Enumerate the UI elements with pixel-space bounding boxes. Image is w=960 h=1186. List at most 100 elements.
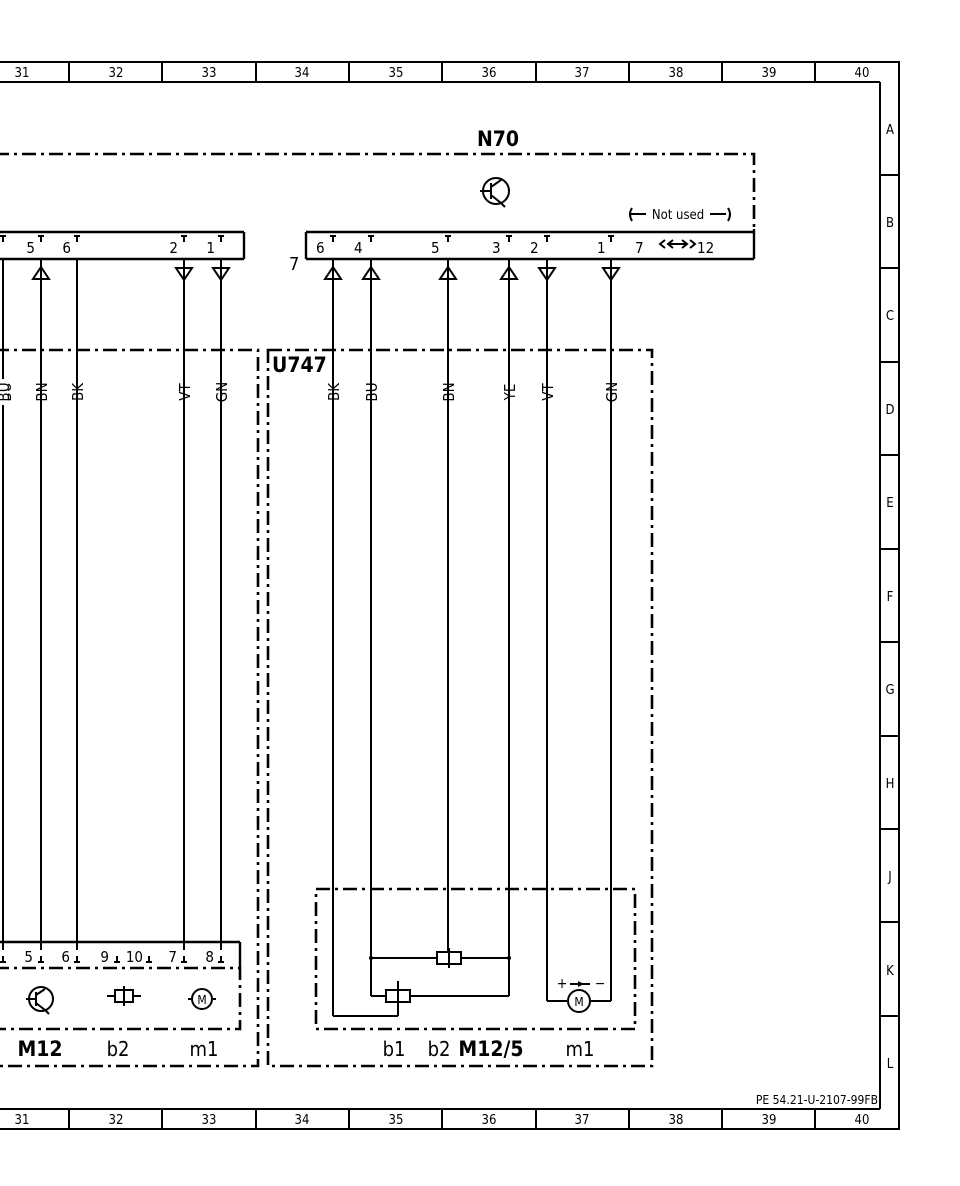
transistor-icon [480, 177, 510, 208]
pin-stubs [0, 956, 224, 963]
pin-number: 9 [100, 948, 109, 966]
arrow-up-icon [31, 265, 51, 280]
column-label-bottom: 40 [855, 1113, 870, 1128]
wire-color: GN [213, 382, 231, 403]
row-label: J [887, 870, 891, 885]
frame [0, 61, 900, 1130]
row-label: G [885, 683, 894, 698]
arrow-down-icon [211, 267, 231, 282]
pin-number: 6 [62, 239, 71, 257]
row-label: K [886, 964, 894, 979]
row-label: C [886, 309, 894, 324]
column-label-bottom: 34 [295, 1113, 310, 1128]
u747-label: U747 [272, 353, 327, 377]
m12-5-label: M12/5 [458, 1037, 523, 1061]
arrow-up-icon [361, 265, 381, 280]
pin-number: 5 [431, 239, 440, 257]
row-label: L [887, 1057, 894, 1072]
pin-number: 2 [530, 239, 539, 257]
m12-label: M12 [17, 1037, 62, 1061]
column-label-top: 38 [669, 66, 684, 81]
u747-assembly: U747 BK BU BN YE VT GN [266, 259, 654, 1068]
wire-color: BU [0, 382, 13, 401]
column-label-bottom: 33 [202, 1113, 217, 1128]
motor-label: M [197, 993, 206, 1007]
arrow-up-icon [499, 265, 519, 280]
motor-icon: M [188, 988, 216, 1010]
pin-number: 1 [597, 239, 606, 257]
polarity-minus: − [595, 976, 606, 992]
m12-m1-label: m1 [190, 1037, 219, 1061]
transistor-icon [26, 986, 54, 1015]
pin-number: 2 [169, 239, 178, 257]
column-label-bottom: 38 [669, 1113, 684, 1128]
row-ticks [880, 174, 899, 1017]
wire-color: VT [539, 383, 557, 401]
wire-color: VT [176, 383, 194, 401]
pin-number: 6 [61, 948, 70, 966]
m12-5-b2-label: b2 [428, 1037, 451, 1061]
not-used-note: Not used [629, 207, 731, 223]
motor-icon: M [567, 989, 591, 1013]
pin-number: 5 [24, 948, 33, 966]
n70-module: N70 Not used 5 [0, 127, 756, 275]
column-label-top: 32 [109, 66, 124, 81]
pin-number: 6 [316, 239, 325, 257]
bridge-icon [658, 239, 697, 249]
column-label-bottom: 36 [482, 1113, 497, 1128]
column-label-top: 35 [389, 66, 404, 81]
not-used-label: Not used [652, 208, 704, 223]
column-label-top: 37 [575, 66, 590, 81]
pin-number: 12 [697, 239, 714, 257]
pin-number: 8 [205, 948, 214, 966]
m12-5-b1-label: b1 [383, 1037, 406, 1061]
m12-5-m1-label: m1 [566, 1037, 595, 1061]
sensor-icon [107, 986, 141, 1006]
column-label-top: 40 [855, 66, 870, 81]
wire-color: BK [69, 382, 87, 401]
row-label: E [886, 496, 893, 511]
arrow-down-icon [601, 267, 621, 282]
column-ticks [68, 62, 816, 1129]
arrow-down-icon [537, 267, 557, 282]
pin-number: 3 [492, 239, 501, 257]
wire-color: BU [363, 382, 381, 401]
left-wires: BU BN BK VT GN BU [0, 259, 231, 950]
column-label-bottom: 39 [762, 1113, 777, 1128]
polarity-indicator: + − [557, 976, 606, 992]
wire-color: BN [440, 382, 458, 401]
pin-number: 10 [126, 948, 143, 966]
row-label: B [886, 216, 894, 231]
row-label: D [885, 403, 894, 418]
row-label: A [886, 123, 894, 138]
column-label-top: 39 [762, 66, 777, 81]
column-label-top: 34 [295, 66, 310, 81]
row-label: H [886, 777, 895, 792]
pin-number: 7 [289, 254, 299, 275]
wire-color: GN [603, 382, 621, 403]
pin-stubs [0, 235, 614, 242]
column-label-top: 36 [482, 66, 497, 81]
pin-number: 7 [168, 948, 177, 966]
pin-number: 7 [635, 239, 644, 257]
n70-label: N70 [477, 127, 519, 151]
arrow-down-icon [174, 267, 194, 282]
arrow-up-icon [323, 265, 343, 280]
wire-color: BK [325, 382, 343, 401]
motor-label: M [574, 995, 583, 1009]
row-label: F [887, 590, 894, 605]
m12-5-module: M + − b1 b2 M12/5 m1 [314, 887, 637, 1061]
column-label-bottom: 35 [389, 1113, 404, 1128]
wire-color: YE [501, 384, 519, 402]
arrow-up-icon [438, 265, 458, 280]
column-label-bottom: 31 [15, 1113, 30, 1128]
wire-color: BN [33, 382, 51, 401]
m12-b2-label: b2 [107, 1037, 130, 1061]
pin-number: 5 [26, 239, 35, 257]
m12-component: 5 6 9 10 7 8 [0, 940, 242, 1061]
column-label-top: 31 [15, 66, 30, 81]
drawing-reference: PE 54.21-U-2107-99FB [756, 1093, 878, 1107]
polarity-plus: + [557, 976, 568, 992]
pin-number: 4 [354, 239, 363, 257]
